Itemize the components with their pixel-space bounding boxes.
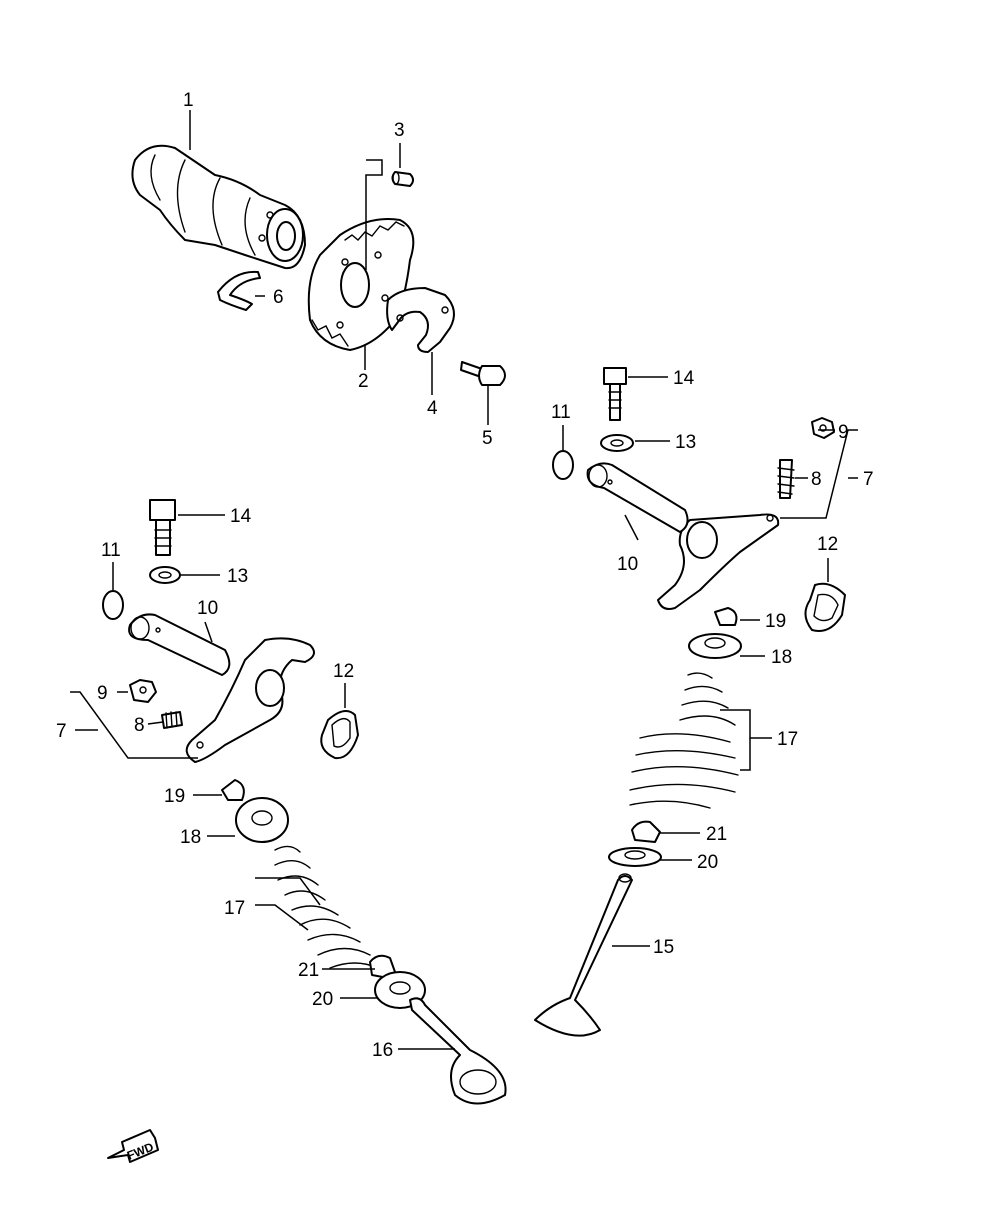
gasket-right	[804, 582, 846, 632]
adjust-screw-left	[161, 711, 183, 729]
intake-valve	[409, 997, 507, 1105]
seal-right	[631, 820, 661, 843]
cotter-left	[221, 779, 245, 801]
callout-18-left: 18	[180, 827, 201, 848]
callout-8-right: 8	[811, 469, 822, 490]
spring-seat-right	[608, 847, 662, 867]
callout-7-right: 7	[863, 469, 874, 490]
adjust-screw-right	[777, 459, 795, 499]
callout-13-right: 13	[675, 432, 696, 453]
fwd-arrow-icon: FWD	[107, 1129, 159, 1163]
cam-bolt	[460, 361, 506, 386]
cam-plate	[386, 287, 455, 353]
callout-9-left: 9	[97, 683, 108, 704]
callout-19-left: 19	[164, 786, 185, 807]
callout-21-right: 21	[706, 824, 727, 845]
callout-labels: 1 3 6 2 4 5 14 11 13 9 8 7 10 12 19 18 1…	[56, 90, 874, 1061]
callout-20-left: 20	[312, 989, 333, 1010]
callout-11-left: 11	[101, 540, 121, 561]
retainer-right	[688, 633, 742, 659]
callout-7-left: 7	[56, 721, 67, 742]
callout-14-right: 14	[673, 368, 695, 389]
callout-10-left: 10	[197, 598, 218, 619]
gasket-left	[320, 710, 359, 760]
c-ring	[217, 270, 261, 311]
camshaft	[131, 144, 306, 270]
exhaust-valve	[534, 873, 633, 1037]
cam-pin	[391, 171, 414, 187]
callout-14-left: 14	[230, 506, 252, 527]
callout-5: 5	[482, 428, 493, 449]
leader-lines	[70, 110, 858, 1050]
callout-20-right: 20	[697, 852, 718, 873]
callout-15: 15	[653, 937, 674, 958]
rocker-shaft-left	[128, 613, 231, 676]
callout-6: 6	[273, 287, 284, 308]
callout-11-right: 11	[551, 402, 571, 423]
callout-13-left: 13	[227, 566, 248, 587]
valve-spring-right	[629, 672, 739, 809]
nut-left	[129, 679, 157, 703]
valve-spring-left	[274, 845, 379, 969]
washer-right	[600, 434, 634, 452]
rocker-shaft-right	[586, 462, 689, 533]
callout-12-left: 12	[333, 661, 354, 682]
callout-12-right: 12	[817, 534, 838, 555]
nut-right	[811, 417, 835, 439]
bolt-right	[603, 367, 627, 421]
bolt-left	[149, 499, 176, 556]
callout-8-left: 8	[134, 715, 145, 736]
callout-10-right: 10	[617, 554, 638, 575]
callout-18-right: 18	[771, 647, 792, 668]
callout-1: 1	[183, 90, 194, 111]
retainer-left	[235, 797, 289, 843]
o-ring-right	[552, 450, 574, 480]
callout-19-right: 19	[765, 611, 786, 632]
callout-3: 3	[394, 120, 405, 141]
cam-sprocket	[307, 218, 415, 351]
callout-17-left: 17	[224, 898, 245, 919]
washer-left	[149, 566, 181, 584]
callout-2: 2	[358, 371, 369, 392]
callout-9-right: 9	[838, 422, 849, 443]
cotter-right	[714, 607, 738, 626]
rocker-arm-right	[657, 513, 780, 610]
callout-16: 16	[372, 1040, 393, 1061]
callout-21-left: 21	[298, 960, 319, 981]
o-ring-left	[102, 590, 124, 620]
callout-17-right: 17	[777, 729, 798, 750]
rocker-arm-left	[185, 637, 315, 763]
callout-4: 4	[427, 398, 438, 419]
